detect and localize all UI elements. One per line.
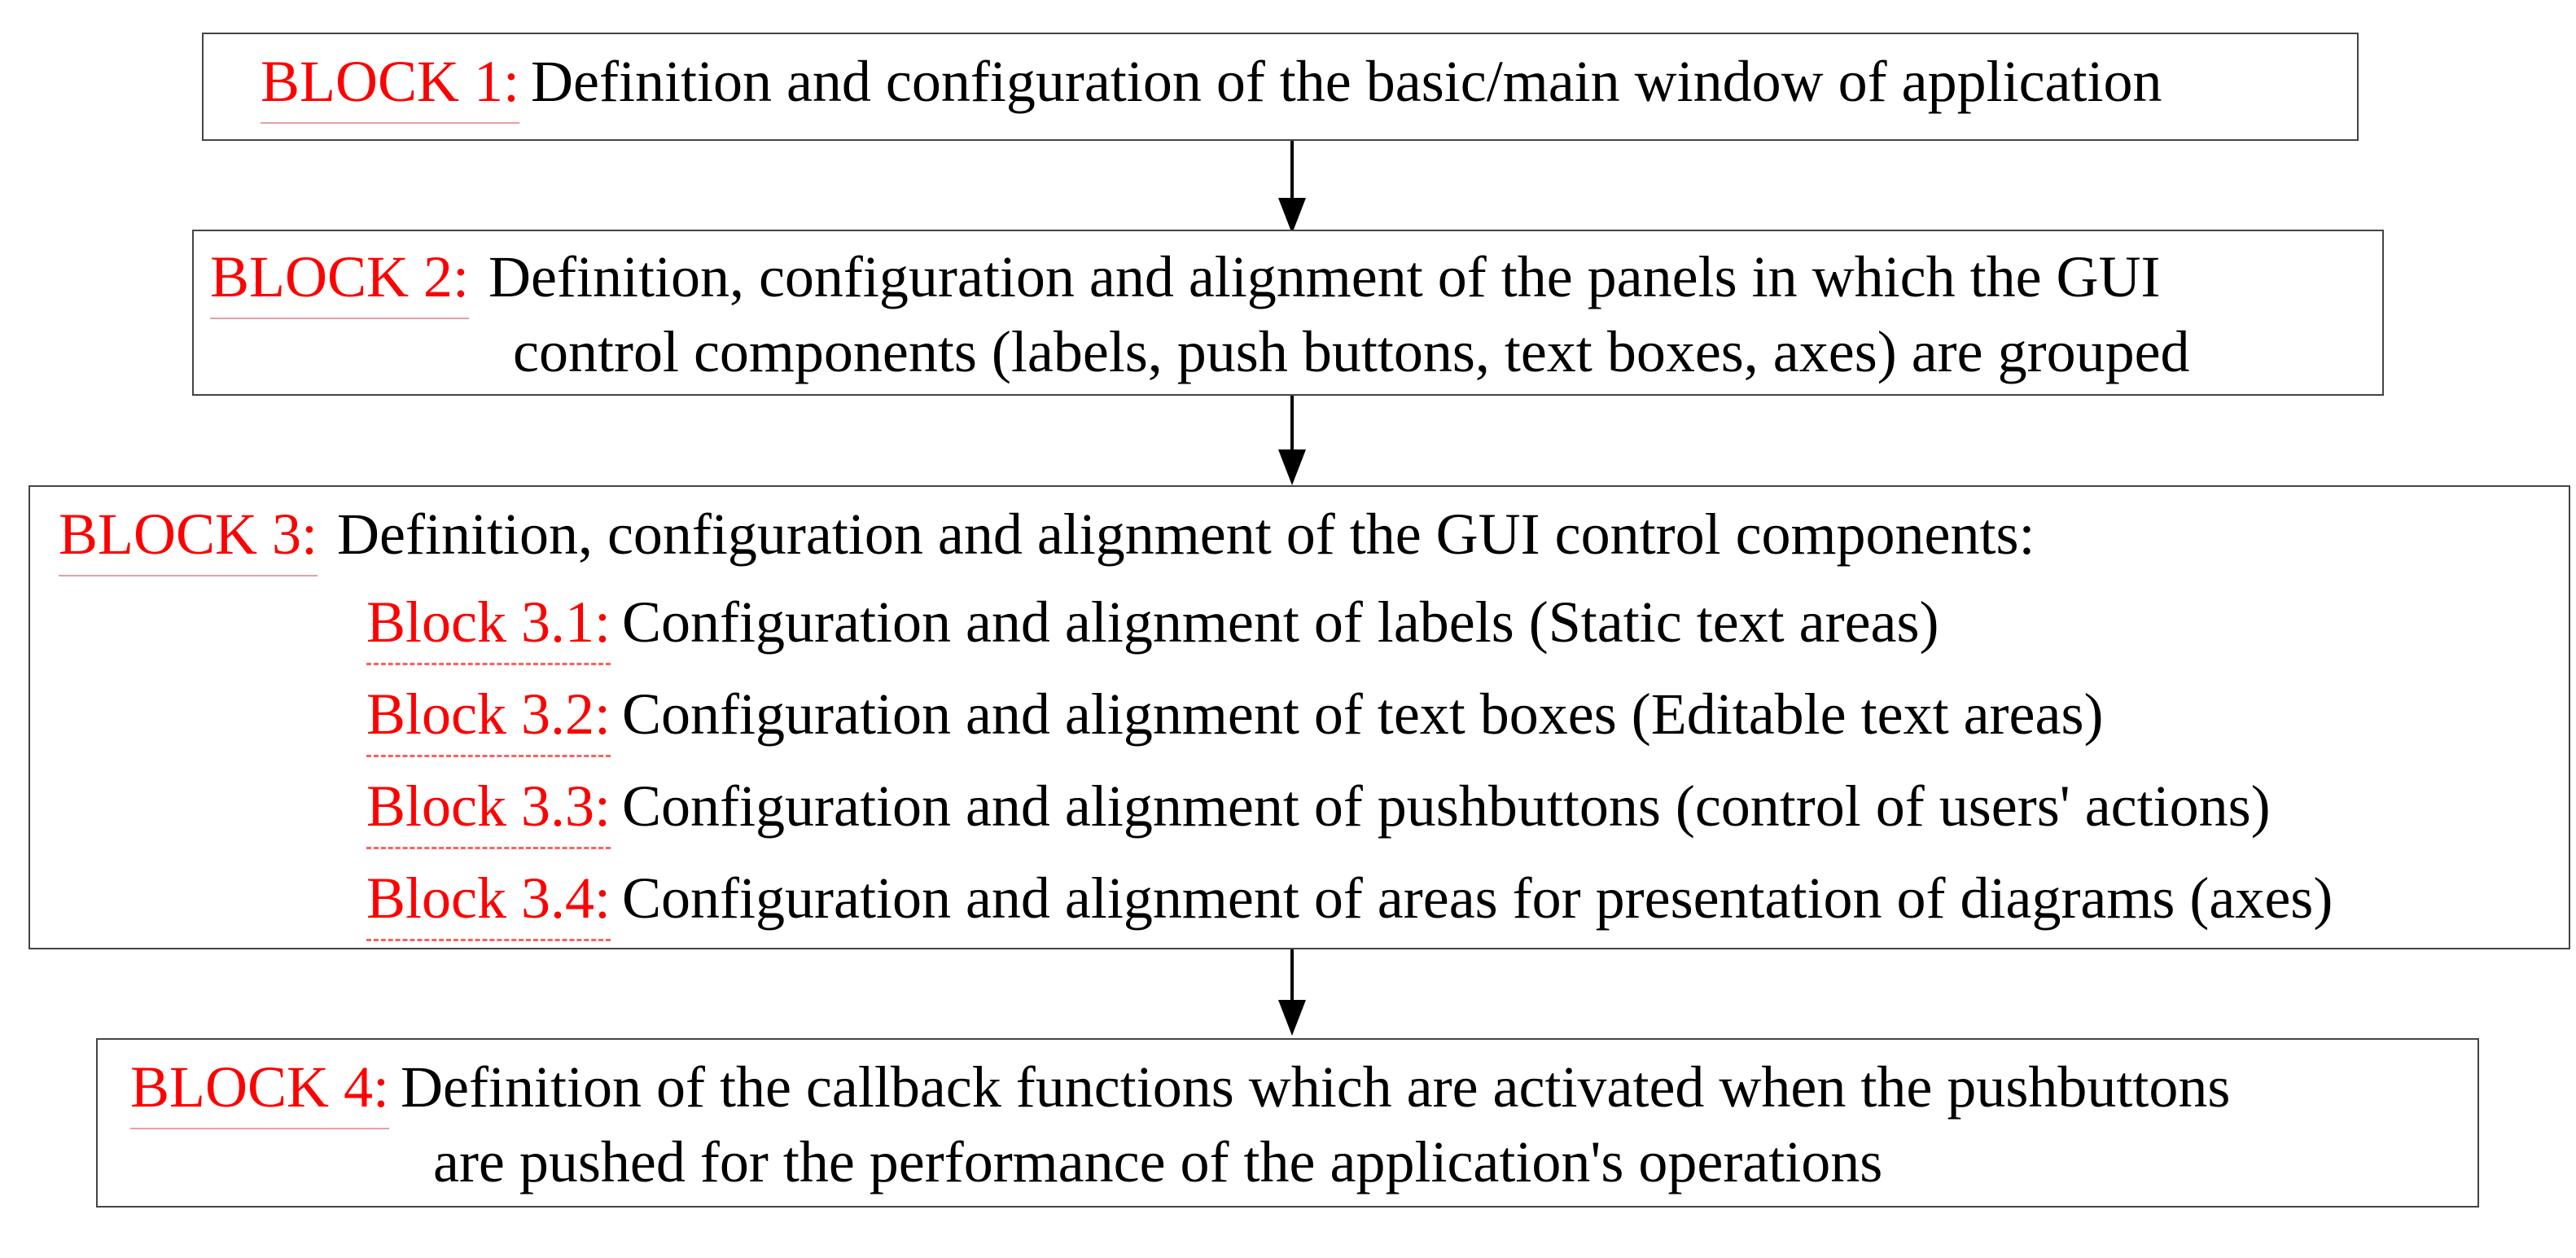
block-1-text: Definition and configuration of the basi… [531,49,2162,114]
arrow-1-shaft [1290,141,1294,198]
block-3-2-tag: Block 3.2: [366,685,611,757]
block-4-box: BLOCK 4:Definition of the callback funct… [96,1038,2479,1208]
block-4-text-1: Definition of the callback functions whi… [401,1054,2231,1120]
block-3-3-text: Configuration and alignment of pushbutto… [622,774,2271,839]
block-2-line-2: control components (labels, push buttons… [513,322,2190,381]
block-4-tag: BLOCK 4: [130,1058,390,1129]
block-3-4-line: Block 3.4:Configuration and alignment of… [366,869,2333,941]
block-3-1-text: Configuration and alignment of labels (S… [622,590,1939,655]
block-3-3-tag: Block 3.3: [366,777,611,849]
block-3-3-line: Block 3.3:Configuration and alignment of… [366,777,2271,849]
arrow-1-head [1278,198,1306,234]
block-4-line-2: are pushed for the performance of the ap… [433,1133,1882,1191]
arrow-2-shaft [1290,396,1294,449]
arrow-3-head [1278,1000,1306,1036]
block-2-text-2: control components (labels, push buttons… [513,319,2190,384]
block-3-box: BLOCK 3: Definition, configuration and al… [28,485,2570,949]
block-2-tag: BLOCK 2: [210,248,470,319]
block-3-4-text: Configuration and alignment of areas for… [622,866,2333,931]
block-3-2-line: Block 3.2:Configuration and alignment of… [366,685,2103,757]
block-3-text: Definition, configuration and alignment … [337,502,2035,567]
block-3-1-tag: Block 3.1: [366,593,611,665]
block-1-box: BLOCK 1:Definition and configuration of … [202,33,2359,141]
block-3-line: BLOCK 3: Definition, configuration and al… [59,505,2035,576]
arrow-3-shaft [1290,949,1294,1000]
block-4-text-2: are pushed for the performance of the ap… [433,1129,1883,1194]
block-3-4-tag: Block 3.4: [366,869,611,941]
block-3-2-text: Configuration and alignment of text boxe… [622,682,2104,747]
block-2-line-1: BLOCK 2:Definition, configuration and al… [210,248,2161,319]
block-4-line-1: BLOCK 4:Definition of the callback funct… [130,1058,2230,1129]
arrow-2-head [1278,449,1306,485]
block-1-line: BLOCK 1:Definition and configuration of … [261,52,2162,124]
block-1-tag: BLOCK 1: [261,52,520,124]
block-2-box: BLOCK 2: Definition, configuration and al… [192,230,2384,396]
block-3-1-line: Block 3.1:Configuration and alignment of… [366,593,1939,665]
block-2-text-1: Definition, configuration and alignment … [488,244,2161,309]
block-3-tag: BLOCK 3: [59,505,318,576]
